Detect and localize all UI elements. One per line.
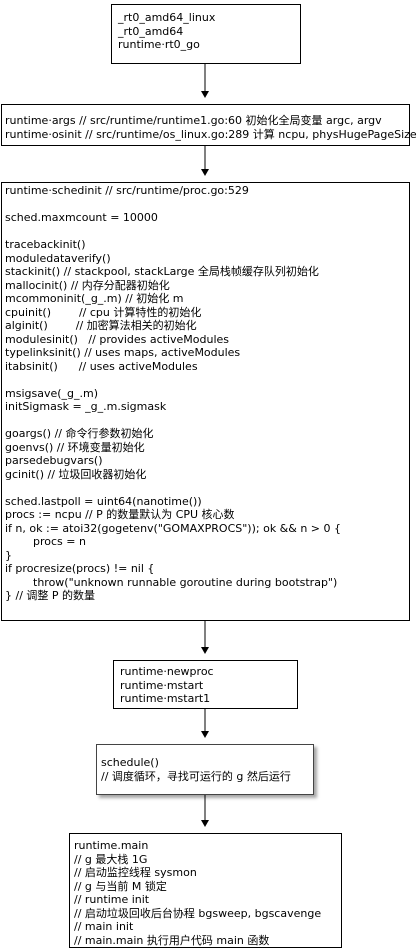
- mstart-line: runtime·mstart: [120, 678, 204, 692]
- code-line: }: [5, 548, 12, 562]
- code-line: procs := ncpu // P 的数量默认为 CPU 核心数: [5, 508, 235, 521]
- runtime-main-box: runtime.main // g 最大栈 1G // 启动监控线程 sysmo…: [69, 833, 342, 948]
- osinit-line: runtime·osinit // src/runtime/os_linux.g…: [5, 127, 417, 141]
- schedinit-title: runtime·schedinit // src/runtime/proc.go…: [5, 184, 249, 197]
- code-line: gcinit() // 垃圾回收器初始化: [5, 467, 147, 481]
- entry-line: runtime·rt0_go: [118, 38, 200, 51]
- main-line: // g 与当前 M 锁定: [74, 879, 167, 893]
- mstart-line: runtime·mstart1: [120, 692, 211, 705]
- code-line: mcommoninit(_g_.m) // 初始化 m: [5, 292, 184, 305]
- code-line: sched.maxmcount = 10000: [5, 211, 158, 224]
- code-line: goenvs() // 环境变量初始化: [5, 440, 145, 454]
- code-line: itabsinit() // uses activeModules: [5, 359, 198, 373]
- code-line: alginit() // 加密算法相关的初始化: [5, 319, 197, 332]
- newproc-mstart-box: runtime·newproc runtime·mstart runtime·m…: [113, 660, 298, 709]
- schedule-box: schedule() // 调度循环，寻找可运行的 g 然后运行: [96, 744, 314, 795]
- main-line: // g 最大栈 1G: [74, 852, 148, 866]
- code-line: stackinit() // stackpool, stackLarge 全局栈…: [5, 265, 319, 278]
- main-line: // main.main 执行用户代码 main 函数: [74, 933, 270, 947]
- code-line: throw("unknown runnable goroutine during…: [33, 575, 338, 589]
- code-line: msigsave(_g_.m): [5, 386, 99, 400]
- args-line: runtime·args // src/runtime/runtime1.go:…: [5, 114, 382, 127]
- code-line: moduledataverify(): [5, 251, 111, 265]
- main-line: // main init: [74, 920, 134, 933]
- code-line: cpuinit() // cpu 计算特性的初始化: [5, 305, 202, 319]
- args-osinit-box: runtime·args // src/runtime/runtime1.go:…: [1, 104, 417, 146]
- schedule-line: schedule(): [101, 756, 159, 769]
- code-line: procs = n: [33, 535, 86, 548]
- code-line: typelinksinit() // uses maps, activeModu…: [5, 346, 241, 359]
- main-line: runtime.main: [74, 839, 149, 852]
- main-line: // runtime init: [74, 893, 150, 906]
- main-line: // 启动垃圾回收后台协程 bgsweep, bgscavenge: [74, 906, 322, 920]
- code-line: sched.lastpoll = uint64(nanotime()): [5, 494, 202, 508]
- schedule-comment: // 调度循环，寻找可运行的 g 然后运行: [101, 769, 291, 783]
- bootstrap-entry-box: _rt0_amd64_linux _rt0_amd64 runtime·rt0_…: [111, 4, 301, 64]
- code-line: if procresize(procs) != nil {: [5, 562, 155, 575]
- main-line: // 启动监控线程 sysmon: [74, 866, 197, 879]
- code-line: tracebackinit(): [5, 238, 86, 251]
- entry-line: _rt0_amd64: [118, 24, 184, 38]
- code-line: initSigmask = _g_.m.sigmask: [5, 400, 167, 413]
- entry-line: _rt0_amd64_linux: [118, 11, 216, 24]
- mstart-line: runtime·newproc: [120, 665, 214, 678]
- schedinit-box: runtime·schedinit // src/runtime/proc.go…: [1, 182, 410, 621]
- code-line: mallocinit() // 内存分配器初始化: [5, 278, 170, 292]
- code-line: modulesinit() // provides activeModules: [5, 332, 230, 346]
- code-line: goargs() // 命令行参数初始化: [5, 427, 154, 440]
- code-line: } // 调整 P 的数量: [5, 589, 96, 602]
- code-line: if n, ok := atoi32(gogetenv("GOMAXPROCS"…: [5, 521, 342, 535]
- code-line: parsedebugvars(): [5, 454, 103, 467]
